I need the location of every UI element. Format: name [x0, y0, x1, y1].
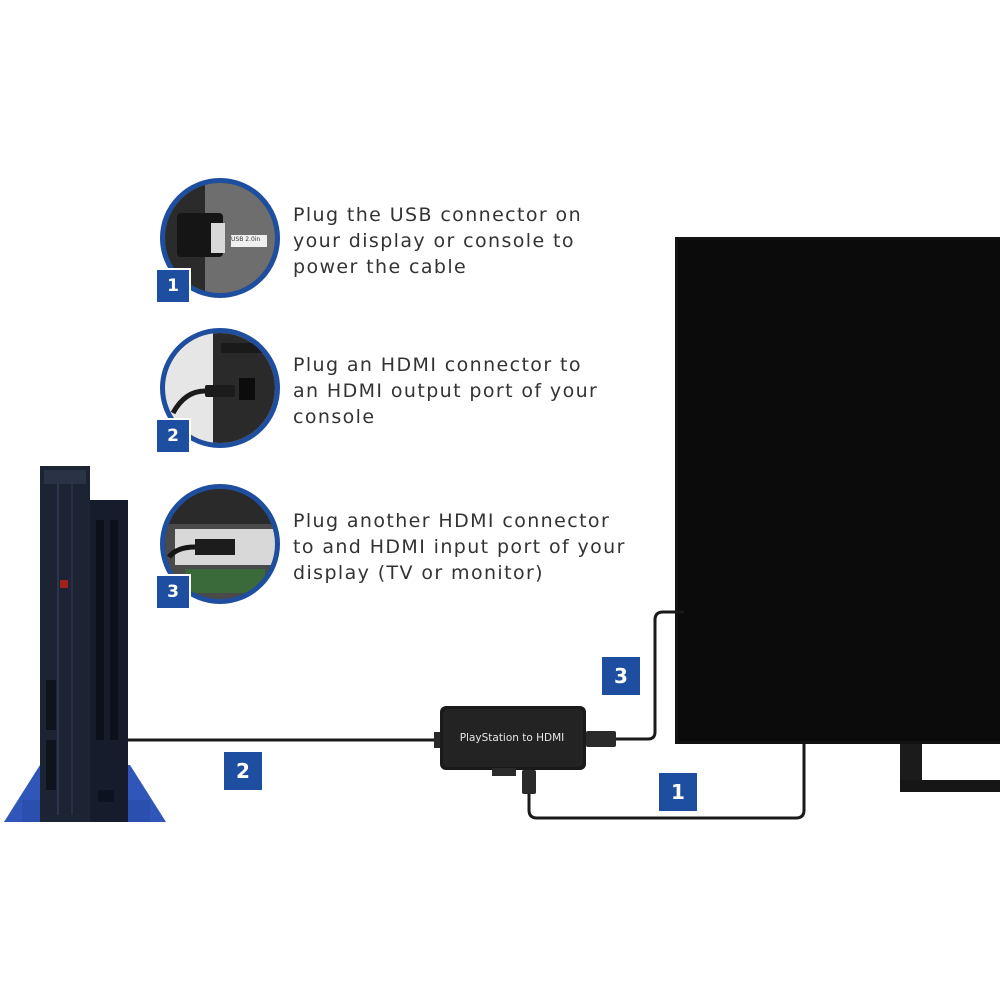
step-1: USB 2.0in 1 Plug the USB connector on yo…	[155, 178, 655, 308]
console-icon	[4, 466, 166, 822]
line: Plug an HDMI connector to	[293, 354, 582, 376]
step-badge: 2	[155, 418, 191, 454]
line: Plug another HDMI connector	[293, 510, 611, 532]
cable-label-usb-power: 1	[659, 773, 697, 811]
cable-label-hdmi-console: 2	[224, 752, 262, 790]
adapter-icon	[440, 706, 586, 776]
usb-tag: USB 2.0in	[231, 236, 261, 243]
step-badge: 1	[155, 268, 191, 304]
usb-port-photo-icon: USB 2.0in	[160, 178, 280, 298]
line: your display or console to	[293, 230, 575, 252]
adapter-label: PlayStation to HDMI	[459, 732, 565, 744]
line: power the cable	[293, 256, 468, 278]
step-instruction: Plug an HDMI connector to an HDMI output…	[293, 352, 673, 430]
cable-label-hdmi-display: 3	[602, 657, 640, 695]
step-instruction: Plug the USB connector on your display o…	[293, 202, 673, 280]
step-badge: 3	[155, 574, 191, 610]
step-2: 2 Plug an HDMI connector to an HDMI outp…	[155, 328, 655, 458]
line: console	[293, 406, 376, 428]
step-3: 3 Plug another HDMI connector to and HDM…	[155, 484, 655, 614]
line: an HDMI output port of your	[293, 380, 599, 402]
line: Plug the USB connector on	[293, 204, 583, 226]
step-instruction: Plug another HDMI connector to and HDMI …	[293, 508, 673, 586]
line: display (TV or monitor)	[293, 562, 544, 584]
tv-icon	[675, 237, 1000, 792]
line: to and HDMI input port of your	[293, 536, 626, 558]
